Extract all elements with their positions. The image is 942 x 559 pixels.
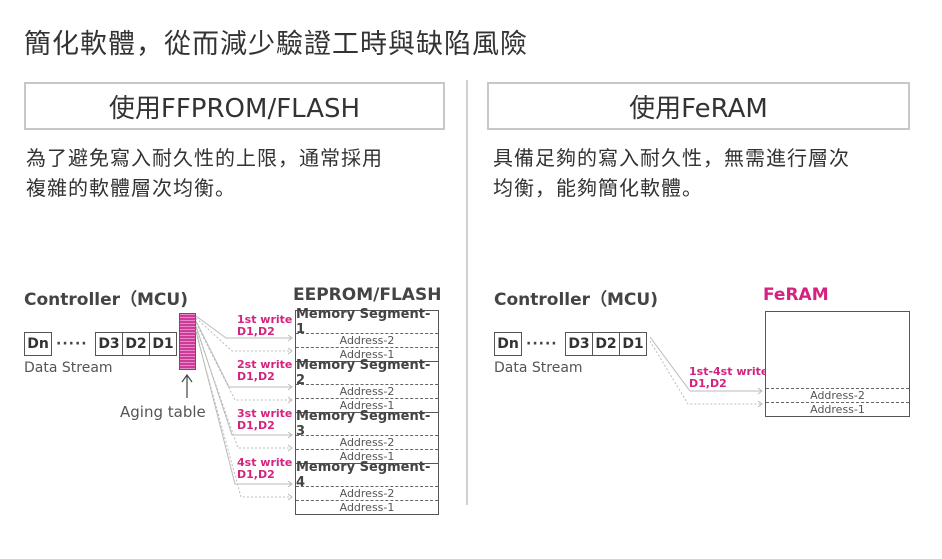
feram-description-line-1: 具備足夠的寫入耐久性，無需進行層次 [493,146,850,170]
eeprom-panel-header: 使用FFPROM/FLASH [24,82,445,130]
write-4-line-address-2 [195,330,292,485]
eeprom-data-stream-label: Data Stream [24,360,113,376]
memory-segment-2-address-1: Address-1 [296,398,438,412]
write-3-line-address-2-arrowhead [287,431,293,439]
memory-segment-1-title: Memory Segment-1 [296,307,431,337]
feram-line-address-2 [649,336,762,392]
aging-table-arrow-icon [181,373,193,398]
memory-segment-4: Memory Segment-4 Address-2 Address-1 [296,460,438,514]
data-ellipsis: ····· [526,336,558,352]
memory-segment-3-address-1: Address-1 [296,449,438,463]
feram-write-label-data: D1,D2 [689,377,727,390]
write-2-line-address-2-arrowhead [287,383,293,391]
data-cell-d3: D3 [95,332,123,356]
memory-segment-2-title: Memory Segment-2 [296,358,431,388]
feram-write-label: 1st-4st write D1,D2 [689,366,768,390]
page-title: 簡化軟體，從而減少驗證工時與缺陷風險 [24,29,528,60]
write-4-line-address-1-arrowhead [287,493,293,501]
feram-line-address-1-arrowhead [757,400,763,408]
write-4-line-address-1 [195,332,292,498]
memory-segment-2-address-2: Address-2 [296,384,438,398]
memory-segment-1-address-1: Address-1 [296,347,438,361]
feram-memory-title: FeRAM [763,285,829,305]
eeprom-description-line-2: 複雜的軟體層次均衡。 [26,176,236,200]
memory-segment-3-address-2: Address-2 [296,435,438,449]
eeprom-controller-title: Controller（MCU) [24,290,188,310]
aging-table-label: Aging table [120,403,206,421]
data-cell-d2: D2 [122,332,150,356]
write-3-line-address-1-arrowhead [287,444,293,452]
feram-panel-header: 使用FeRAM [487,82,910,130]
write-label-4: 4st write D1,D2 [237,457,292,481]
aging-table [179,313,196,370]
memory-segment-2: Memory Segment-2 Address-2 Address-1 [296,358,438,412]
write-label-1-title: 1st write [237,313,293,326]
write-label-3: 3st write D1,D2 [237,408,292,432]
write-label-3-title: 3st write [237,407,293,420]
memory-segment-4-title: Memory Segment-4 [296,460,431,490]
write-label-4-title: 4st write [237,456,293,469]
memory-segment-1: Memory Segment-1 Address-2 Address-1 [296,307,438,361]
data-cell-d1: D1 [619,332,647,356]
data-cell-d1: D1 [149,332,177,356]
write-2-line-address-1 [195,322,292,401]
feram-address-2: Address-2 [766,388,909,402]
eeprom-memory-title: EEPROM/FLASH [293,285,442,305]
eeprom-description: 為了避免寫入耐久性的上限，通常採用 複雜的軟體層次均衡。 [26,143,383,203]
data-ellipsis: ····· [56,336,88,352]
write-2-line-address-2 [195,320,292,388]
data-cell-d3: D3 [565,332,593,356]
write-label-2: 2st write D1,D2 [237,359,292,383]
feram-description-line-2: 均衡，能夠簡化軟體。 [493,176,703,200]
feram-write-label-title: 1st-4st write [689,365,769,378]
data-cell-d2: D2 [592,332,620,356]
memory-segment-3-title: Memory Segment-3 [296,409,431,439]
feram-address-1: Address-1 [766,402,909,416]
write-label-4-data: D1,D2 [237,468,275,481]
data-cell-dn: Dn [494,332,522,356]
write-1-line-address-2-arrowhead [287,334,293,342]
feram-data-stream: Dn ····· D3 D2 D1 [494,332,654,356]
feram-data-stream-label: Data Stream [494,360,583,376]
panel-divider [466,80,468,505]
memory-segment-4-address-1: Address-1 [296,500,438,514]
data-cell-dn: Dn [24,332,52,356]
write-label-2-title: 2st write [237,358,293,371]
write-label-2-data: D1,D2 [237,370,275,383]
write-2-line-address-1-arrowhead [287,396,293,404]
write-4-line-address-2-arrowhead [287,480,293,488]
feram-description: 具備足夠的寫入耐久性，無需進行層次 均衡，能夠簡化軟體。 [493,143,850,203]
write-1-line-address-1-arrowhead [287,347,293,355]
feram-memory: Address-2 Address-1 [765,311,910,417]
write-label-3-data: D1,D2 [237,419,275,432]
memory-segment-4-address-2: Address-2 [296,486,438,500]
feram-line-address-2-arrowhead [757,387,763,395]
feram-line-address-1 [649,340,762,405]
write-label-1: 1st write D1,D2 [237,314,292,338]
feram-controller-title: Controller（MCU) [494,290,658,310]
write-label-1-data: D1,D2 [237,325,275,338]
write-1-line-address-1 [195,317,292,352]
eeprom-memory: Memory Segment-1 Address-2 Address-1 Mem… [295,307,439,515]
memory-segment-1-address-2: Address-2 [296,333,438,347]
memory-segment-3: Memory Segment-3 Address-2 Address-1 [296,409,438,463]
write-1-line-address-2 [195,315,292,339]
eeprom-description-line-1: 為了避免寫入耐久性的上限，通常採用 [26,146,383,170]
eeprom-data-stream: Dn ····· D3 D2 D1 [24,332,184,356]
